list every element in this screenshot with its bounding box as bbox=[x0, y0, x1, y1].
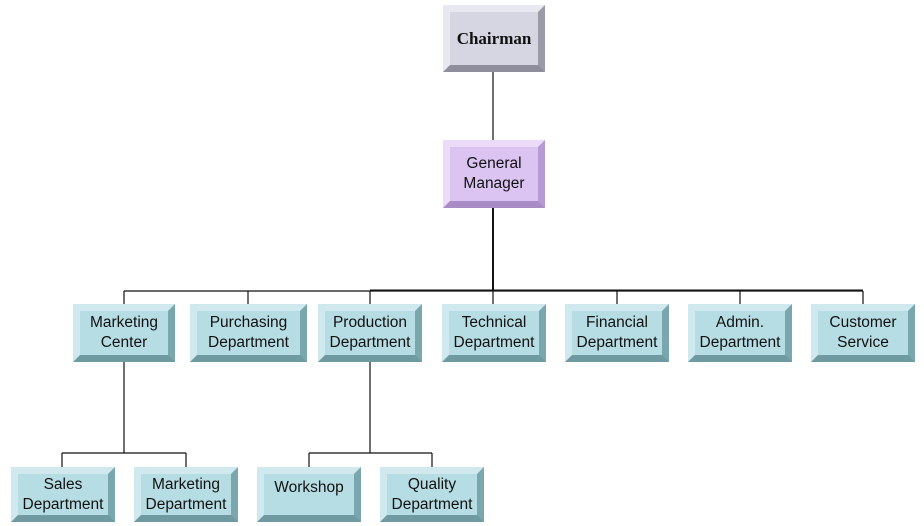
node-marketing-center[interactable]: Marketing Center bbox=[73, 304, 175, 362]
node-label: Quality Department bbox=[391, 475, 473, 513]
node-label: Admin. Department bbox=[699, 314, 781, 351]
node-quality-department[interactable]: Quality Department bbox=[380, 467, 484, 522]
node-label: Customer Service bbox=[829, 314, 897, 351]
node-chairman[interactable]: Chairman bbox=[443, 5, 545, 72]
node-workshop[interactable]: Workshop bbox=[257, 467, 361, 522]
node-admin-department[interactable]: Admin. Department bbox=[688, 304, 792, 362]
node-label: Financial Department bbox=[576, 314, 658, 351]
node-sales-department[interactable]: Sales Department bbox=[11, 467, 115, 522]
node-label: Marketing Department bbox=[145, 475, 227, 513]
node-label: General Manager bbox=[463, 155, 525, 192]
node-label: Technical Department bbox=[453, 314, 535, 351]
node-label: Workshop bbox=[274, 479, 344, 496]
node-general-manager[interactable]: General Manager bbox=[443, 140, 545, 208]
node-marketing-department[interactable]: Marketing Department bbox=[134, 467, 238, 522]
node-customer-service[interactable]: Customer Service bbox=[811, 304, 915, 362]
node-label: Production Department bbox=[329, 314, 411, 351]
node-purchasing-department[interactable]: Purchasing Department bbox=[190, 304, 307, 362]
node-label: Chairman bbox=[456, 28, 532, 48]
node-production-department[interactable]: Production Department bbox=[318, 304, 422, 362]
node-label: Marketing Center bbox=[89, 314, 159, 351]
node-label: Purchasing Department bbox=[208, 314, 289, 351]
node-financial-department[interactable]: Financial Department bbox=[565, 304, 669, 362]
node-label: Sales Department bbox=[22, 475, 104, 513]
node-technical-department[interactable]: Technical Department bbox=[442, 304, 546, 362]
